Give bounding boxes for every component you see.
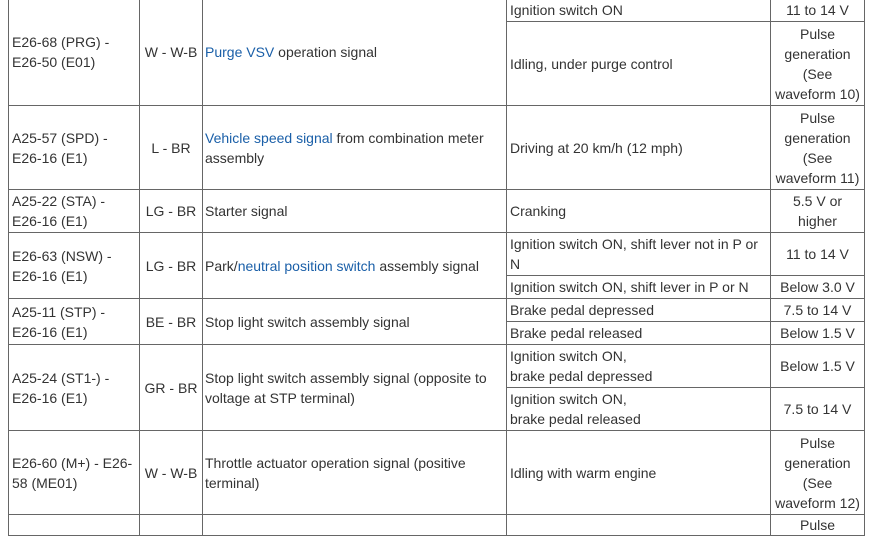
condition-cell: Ignition switch ON, brake pedal depressed	[506, 344, 771, 388]
description-cell	[202, 514, 507, 536]
terminal-spec-table: E26-68 (PRG) - E26-50 (E01) W - W-B Purg…	[8, 0, 865, 536]
condition-cell: Driving at 20 km/h (12 mph)	[506, 105, 771, 190]
condition-cell: Cranking	[506, 189, 771, 233]
description-cell: Purge VSV operation signal	[202, 0, 507, 106]
description-text: operation signal	[274, 44, 378, 60]
description-text: from combination meter assembly	[205, 129, 484, 166]
description-cell: Park/neutral position switch assembly si…	[202, 232, 507, 299]
table-row: Idling, under purge control Pulse genera…	[9, 21, 865, 106]
condition-cell: Idling with warm engine	[506, 430, 771, 515]
condition-line: Ignition switch ON,	[510, 348, 627, 364]
condition-cell: Brake pedal depressed	[506, 298, 771, 322]
wiring-color-cell: BE - BR	[139, 298, 203, 345]
description-cell: Stop light switch assembly signal	[202, 298, 507, 345]
table-row: E26-63 (NSW) - E26-16 (E1) LG - BR Park/…	[8, 232, 865, 299]
table-row: A25-24 (ST1-) - E26-16 (E1) GR - BR Stop…	[8, 344, 865, 431]
table-row: Brake pedal released Below 1.5 V	[9, 321, 865, 345]
spec-cell: Pulse generation (See waveform 12)	[770, 430, 865, 515]
table-row: E26-60 (M+) - E26-58 (ME01) W - W-B Thro…	[8, 430, 865, 515]
wiring-color-cell	[139, 514, 203, 536]
wiring-color-cell: LG - BR	[139, 232, 203, 299]
condition-line: Ignition switch ON,	[510, 391, 627, 407]
description-text: assembly signal	[375, 257, 479, 274]
terminal-cell: E26-63 (NSW) - E26-16 (E1)	[8, 232, 140, 299]
condition-cell: Ignition switch ON, brake pedal released	[506, 387, 771, 431]
spec-cell: 7.5 to 14 V	[770, 298, 865, 322]
vehicle-speed-signal-link[interactable]: Vehicle speed signal	[205, 129, 333, 146]
terminal-cell: A25-57 (SPD) - E26-16 (E1)	[8, 105, 140, 190]
description-cell: Throttle actuator operation signal (posi…	[202, 430, 507, 515]
spec-cell: Pulse generation (See waveform 10)	[770, 21, 865, 106]
table-row: A25-22 (STA) - E26-16 (E1) LG - BR Start…	[8, 189, 865, 233]
spec-cell: 7.5 to 14 V	[770, 387, 865, 431]
spec-cell: Pulse	[770, 514, 865, 536]
terminal-cell: A25-24 (ST1-) - E26-16 (E1)	[8, 344, 140, 431]
table-row: Pulse	[8, 514, 865, 536]
condition-cell: Idling, under purge control	[506, 21, 771, 106]
spec-cell: 11 to 14 V	[770, 232, 865, 276]
terminal-cell: A25-22 (STA) - E26-16 (E1)	[8, 189, 140, 233]
table-row: E26-68 (PRG) - E26-50 (E01) W - W-B Purg…	[8, 0, 865, 106]
condition-cell: Ignition switch ON	[506, 0, 771, 22]
wiring-color-cell: GR - BR	[139, 344, 203, 431]
spec-cell: 11 to 14 V	[770, 0, 865, 22]
table-row: Ignition switch ON, shift lever in P or …	[9, 275, 865, 299]
wiring-color-cell: W - W-B	[139, 0, 203, 106]
description-cell: Starter signal	[202, 189, 507, 233]
table-row: Ignition switch ON,brake pedal released …	[9, 387, 865, 431]
neutral-position-switch-link[interactable]: neutral position switch	[237, 257, 376, 274]
description-text: Park/	[205, 257, 238, 274]
terminal-cell: E26-60 (M+) - E26-58 (ME01)	[8, 430, 140, 515]
terminal-cell: E26-68 (PRG) - E26-50 (E01)	[8, 0, 140, 106]
condition-cell: Ignition switch ON, shift lever in P or …	[506, 275, 771, 299]
table-row: A25-11 (STP) - E26-16 (E1) BE - BR Stop …	[8, 298, 865, 345]
condition-cell: Brake pedal released	[506, 321, 771, 345]
condition-line: brake pedal released	[510, 411, 641, 427]
wiring-color-cell: LG - BR	[139, 189, 203, 233]
spec-cell: Below 1.5 V	[770, 321, 865, 345]
spec-cell: 5.5 V or higher	[770, 189, 865, 233]
terminal-cell	[8, 514, 140, 536]
condition-cell	[506, 514, 771, 536]
description-cell: Stop light switch assembly signal (oppos…	[202, 344, 507, 431]
spec-cell: Pulse generation (See waveform 11)	[770, 105, 865, 190]
wiring-color-cell: L - BR	[139, 105, 203, 190]
description-cell: Vehicle speed signal from combination me…	[202, 105, 507, 190]
spec-cell: Below 1.5 V	[770, 344, 865, 388]
terminal-cell: A25-11 (STP) - E26-16 (E1)	[8, 298, 140, 345]
condition-line: brake pedal depressed	[510, 368, 653, 384]
table-row: A25-57 (SPD) - E26-16 (E1) L - BR Vehicl…	[8, 105, 865, 190]
purge-vsv-link[interactable]: Purge VSV	[205, 44, 275, 60]
wiring-color-cell: W - W-B	[139, 430, 203, 515]
condition-cell: Ignition switch ON, shift lever not in P…	[506, 232, 771, 276]
spec-cell: Below 3.0 V	[770, 275, 865, 299]
